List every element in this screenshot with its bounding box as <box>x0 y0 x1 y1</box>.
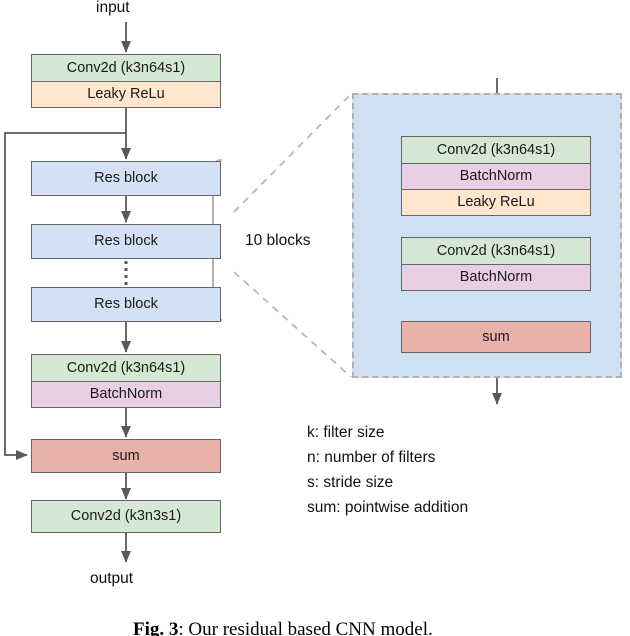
ten-blocks-label: 10 blocks <box>245 232 311 249</box>
figure-caption-text: : Our residual based CNN model. <box>178 619 433 636</box>
detail-node-conv-bn-row-conv: Conv2d (k3n64s1) <box>402 238 590 264</box>
detail-node-sum[interactable]: sum <box>401 321 591 353</box>
figure-caption-number: Fig. 3 <box>133 619 179 636</box>
node-sum-label: sum <box>32 440 220 472</box>
detail-node-conv-bn-leaky-row-activation: Leaky ReLu <box>402 188 590 215</box>
node-res-block-n[interactable]: Res block <box>31 287 221 322</box>
vertical-ellipsis <box>124 261 128 285</box>
node-res-block-2-label: Res block <box>32 225 220 258</box>
legend-line-k: k: filter size <box>307 424 385 441</box>
node-conv-leaky-row-activation: Leaky ReLu <box>32 81 220 107</box>
input-label: input <box>96 0 130 16</box>
node-conv-batchnorm[interactable]: Conv2d (k3n64s1) BatchNorm <box>31 354 221 408</box>
detail-node-conv-bn-leaky[interactable]: Conv2d (k3n64s1) BatchNorm Leaky ReLu <box>401 136 591 216</box>
node-conv-leaky-row-conv: Conv2d (k3n64s1) <box>32 55 220 81</box>
detail-node-sum-label: sum <box>402 322 590 352</box>
figure-caption: Fig. 3: Our residual based CNN model. <box>133 620 433 636</box>
legend-line-sum: sum: pointwise addition <box>307 499 469 516</box>
detail-node-conv-bn-leaky-row-batchnorm: BatchNorm <box>402 163 590 189</box>
node-conv-out-label: Conv2d (k3n3s1) <box>32 501 220 532</box>
node-res-block-1[interactable]: Res block <box>31 161 221 196</box>
detail-node-conv-bn-leaky-row-conv: Conv2d (k3n64s1) <box>402 137 590 163</box>
output-label: output <box>90 570 134 587</box>
legend-line-n: n: number of filters <box>307 449 436 466</box>
node-res-block-n-label: Res block <box>32 288 220 321</box>
node-conv-batchnorm-row-batchnorm: BatchNorm <box>32 381 220 407</box>
legend: k: filter size n: number of filters s: s… <box>307 420 468 520</box>
node-sum[interactable]: sum <box>31 439 221 473</box>
detail-node-conv-bn-row-batchnorm: BatchNorm <box>402 264 590 290</box>
node-res-block-1-label: Res block <box>32 162 220 195</box>
node-res-block-2[interactable]: Res block <box>31 224 221 259</box>
detail-node-conv-bn[interactable]: Conv2d (k3n64s1) BatchNorm <box>401 237 591 291</box>
node-conv-batchnorm-row-conv: Conv2d (k3n64s1) <box>32 355 220 381</box>
legend-line-s: s: stride size <box>307 474 394 491</box>
node-conv-leaky[interactable]: Conv2d (k3n64s1) Leaky ReLu <box>31 54 221 108</box>
node-conv-out[interactable]: Conv2d (k3n3s1) <box>31 500 221 533</box>
